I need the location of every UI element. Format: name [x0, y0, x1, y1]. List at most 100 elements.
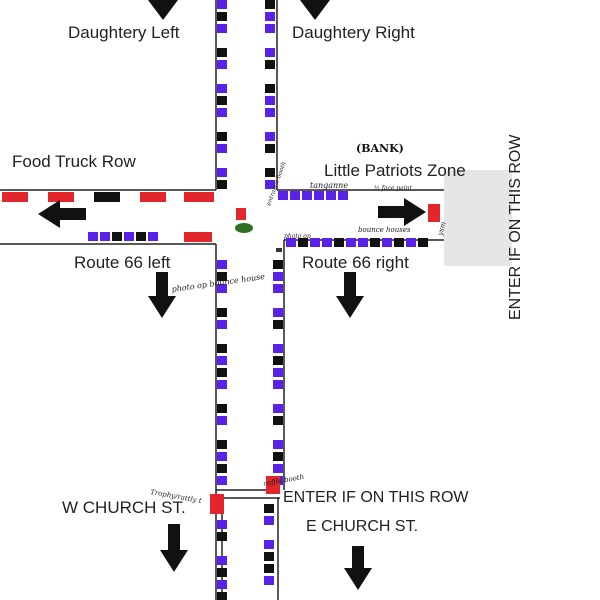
booth-marker	[112, 232, 122, 241]
note-bounce-houses: bounce houses	[358, 226, 411, 234]
booth-marker	[346, 238, 356, 247]
arrow-up-right	[300, 0, 330, 20]
booth-marker	[217, 260, 227, 269]
booth-marker	[217, 284, 227, 293]
booth-marker	[217, 464, 227, 473]
booth-marker	[100, 232, 110, 241]
booth-marker	[217, 272, 227, 281]
booth-marker	[273, 440, 283, 449]
label-w-church: W CHURCH ST.	[62, 498, 186, 517]
booth-marker	[265, 180, 275, 189]
booth-marker	[217, 0, 227, 9]
booth-marker	[217, 180, 227, 189]
booth-marker	[406, 238, 416, 247]
booth-marker	[2, 192, 28, 202]
tree-icon	[235, 223, 253, 233]
booth-marker	[217, 568, 227, 577]
booth-marker	[265, 96, 275, 105]
booth-marker	[334, 238, 344, 247]
booth-marker	[217, 60, 227, 69]
booth-marker	[136, 232, 146, 241]
booth-marker	[265, 168, 275, 177]
booth-marker	[217, 132, 227, 141]
booth-marker	[217, 368, 227, 377]
arrow-down-route66-right	[336, 272, 364, 318]
booth-marker	[265, 84, 275, 93]
booth-marker	[264, 564, 274, 573]
booth-marker	[265, 0, 275, 9]
booth-marker	[217, 144, 227, 153]
note-face-paint: ½ face paint	[374, 185, 413, 192]
booth-marker	[310, 238, 320, 247]
booth-marker	[273, 272, 283, 281]
booth-marker	[265, 132, 275, 141]
booth-marker	[273, 344, 283, 353]
booth-marker	[217, 452, 227, 461]
booth-marker	[322, 238, 332, 247]
booth-marker	[217, 440, 227, 449]
arrow-up-left	[148, 0, 178, 20]
booth-marker	[217, 404, 227, 413]
booth-marker	[273, 356, 283, 365]
booth-marker	[217, 320, 227, 329]
label-enter-bottom: ENTER IF ON THIS ROW	[283, 489, 469, 506]
booth-marker	[124, 232, 134, 241]
booth-marker	[273, 320, 283, 329]
booth-marker	[264, 516, 274, 525]
booth-marker	[370, 238, 380, 247]
booth-marker	[290, 191, 300, 200]
booth-marker	[217, 580, 227, 589]
booth-marker	[273, 380, 283, 389]
label-enter-vertical: ENTER IF ON THIS ROW	[507, 134, 524, 320]
booth-marker	[148, 232, 158, 241]
arrow-right-zone	[378, 198, 426, 226]
booth-marker	[338, 191, 348, 200]
booth-marker	[217, 520, 227, 529]
booth-marker	[217, 96, 227, 105]
note-ysm: ysm	[436, 220, 448, 237]
booth-marker	[140, 192, 166, 202]
booth-marker	[273, 368, 283, 377]
arrow-down-route66-left	[148, 272, 176, 318]
booth-marker	[94, 192, 120, 202]
booth-marker	[298, 238, 308, 247]
booth-marker	[326, 191, 336, 200]
note-photo-op: photo op	[284, 233, 311, 240]
booth-marker	[273, 452, 283, 461]
booth-marker	[382, 238, 392, 247]
booth-marker	[217, 532, 227, 541]
booth-marker	[264, 576, 274, 585]
booth-marker	[184, 232, 212, 242]
booth-marker	[264, 552, 274, 561]
booth-markers	[2, 0, 440, 600]
booth-marker	[394, 238, 404, 247]
booth-marker	[264, 540, 274, 549]
little-patriots-zone-area	[444, 170, 512, 266]
booth-marker	[266, 476, 280, 494]
booth-marker	[184, 192, 214, 202]
booth-marker	[418, 238, 428, 247]
booth-marker	[265, 144, 275, 153]
booth-marker	[273, 464, 283, 473]
booth-marker	[302, 191, 312, 200]
label-food-truck-row: Food Truck Row	[12, 152, 136, 171]
booth-marker	[286, 238, 296, 247]
booth-marker	[217, 592, 227, 600]
arrow-left-food	[38, 200, 86, 228]
center-booth-icon	[236, 208, 246, 220]
booth-marker	[217, 416, 227, 425]
booth-marker	[217, 344, 227, 353]
arrow-down-e-church	[344, 546, 372, 590]
booth-marker	[217, 24, 227, 33]
label-daughtery-left: Daughtery Left	[68, 23, 180, 42]
booth-marker	[265, 48, 275, 57]
booth-marker	[314, 191, 324, 200]
label-e-church: E CHURCH ST.	[306, 518, 418, 535]
small-marker-icon	[276, 248, 282, 252]
booth-marker	[273, 404, 283, 413]
booth-marker	[217, 556, 227, 565]
booth-marker	[217, 380, 227, 389]
booth-marker	[278, 191, 288, 200]
booth-marker	[273, 308, 283, 317]
booth-marker	[217, 476, 227, 485]
